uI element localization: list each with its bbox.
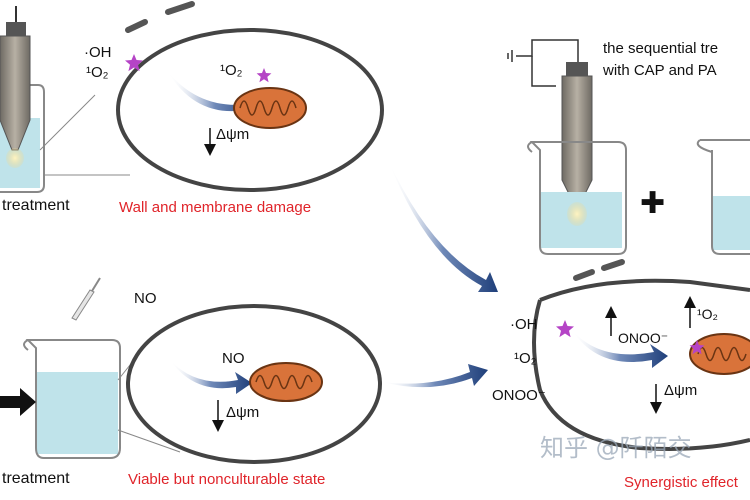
right-oh-label: ·OH — [510, 316, 538, 333]
bottom-left-beaker-group — [0, 277, 181, 459]
right-inner-star-icon — [689, 340, 705, 355]
right-paw-water — [712, 196, 750, 250]
bottom-left-treatment-caption: treatment — [2, 470, 70, 487]
top-cell-outline — [116, 28, 384, 192]
right-star-icon — [556, 320, 574, 338]
right-paw-beaker-group — [696, 139, 750, 255]
bottom-left-beaker — [25, 339, 121, 459]
top-star-icon — [125, 54, 143, 72]
bottom-to-right-arrow — [382, 364, 488, 388]
right-cell-wall-fragment-2 — [601, 259, 625, 271]
right-paw-beaker — [700, 139, 750, 255]
top-left-oh-label: ·OH — [84, 44, 112, 61]
top-to-right-arrow — [388, 160, 498, 292]
right-electrode — [561, 75, 593, 205]
top-result-label: Wall and membrane damage — [119, 199, 312, 216]
top-inner-o2-label: ¹O₂ — [220, 62, 243, 79]
right-mitochondrion — [689, 333, 750, 375]
plus-icon: ✚ — [640, 186, 666, 221]
bottom-no-arrow — [170, 360, 252, 394]
bottom-result-label: Viable but nonculturable state — [128, 471, 326, 488]
right-plasma-glow — [567, 202, 587, 226]
right-onoo-label: ONOO⁻ — [492, 387, 546, 404]
bottom-left-water — [36, 372, 118, 454]
top-left-plasma-glow — [6, 148, 24, 168]
dropper-icon — [71, 289, 95, 321]
right-result-label: Synergistic effect — [624, 474, 738, 491]
bottom-mitochondrion — [249, 362, 323, 402]
top-mitochondrion — [233, 87, 307, 129]
bottom-no-inside-label: NO — [222, 350, 245, 367]
ground-symbol-icon — [507, 50, 522, 62]
watermark: 知乎 @阡陌交 — [540, 434, 692, 462]
right-inner-o2-label: ¹O₂ — [697, 306, 718, 322]
right-cap-beaker-group — [507, 39, 627, 255]
top-left-beaker-group — [0, 6, 130, 193]
right-title-line-1: the sequential tre — [603, 40, 719, 57]
right-inner-onoo-label: ONOO⁻ — [618, 330, 669, 346]
right-o2-label: ¹O₂ — [514, 350, 537, 367]
right-potential-label: Δψm — [664, 382, 698, 399]
top-left-o2-label: ¹O₂ — [86, 64, 109, 81]
bottom-cell-outline — [126, 304, 382, 464]
top-cell-wall-fragment-2 — [165, 1, 195, 15]
black-feed-arrow-icon — [0, 388, 36, 416]
top-cell-wall-fragment-1 — [125, 19, 148, 33]
top-potential-label: Δψm — [216, 126, 250, 143]
bottom-no-outside-label: NO — [134, 290, 157, 307]
right-ros-arrow — [572, 330, 668, 368]
top-left-beaker — [0, 84, 45, 193]
right-cap-beaker — [529, 141, 627, 255]
top-left-treatment-caption: treatment — [2, 197, 70, 214]
bottom-potential-label: Δψm — [226, 404, 260, 421]
top-inner-star-icon — [256, 68, 272, 83]
right-cell-wall-fragment-1 — [573, 269, 595, 281]
right-title-line-2: with CAP and PA — [603, 62, 717, 79]
right-cell-outline — [532, 278, 750, 451]
